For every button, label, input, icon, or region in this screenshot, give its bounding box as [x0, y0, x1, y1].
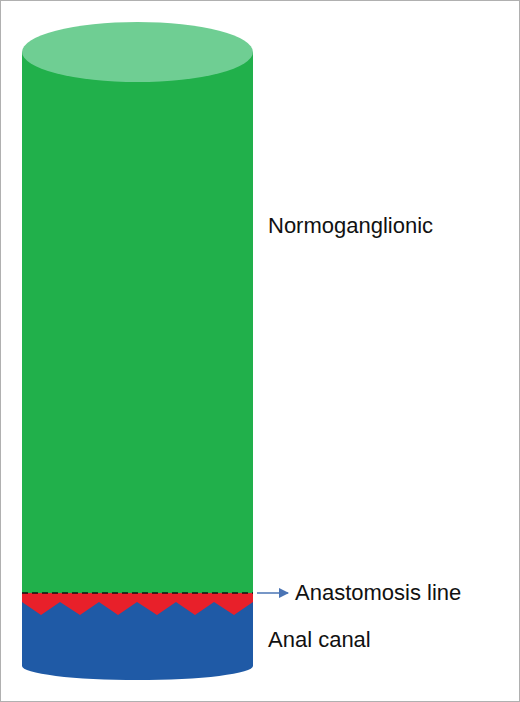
leader-arrow — [257, 592, 288, 594]
anal-canal-segment — [22, 598, 253, 680]
region-label: Normoganglionic — [268, 213, 433, 238]
normoganglionic-segment — [22, 52, 253, 596]
anastomosis-dashed-line — [22, 592, 253, 594]
cylinder-top — [22, 22, 253, 82]
line-label: Anastomosis line — [295, 580, 461, 605]
transition-zone — [22, 593, 253, 615]
region-label: Anal canal — [268, 627, 371, 652]
